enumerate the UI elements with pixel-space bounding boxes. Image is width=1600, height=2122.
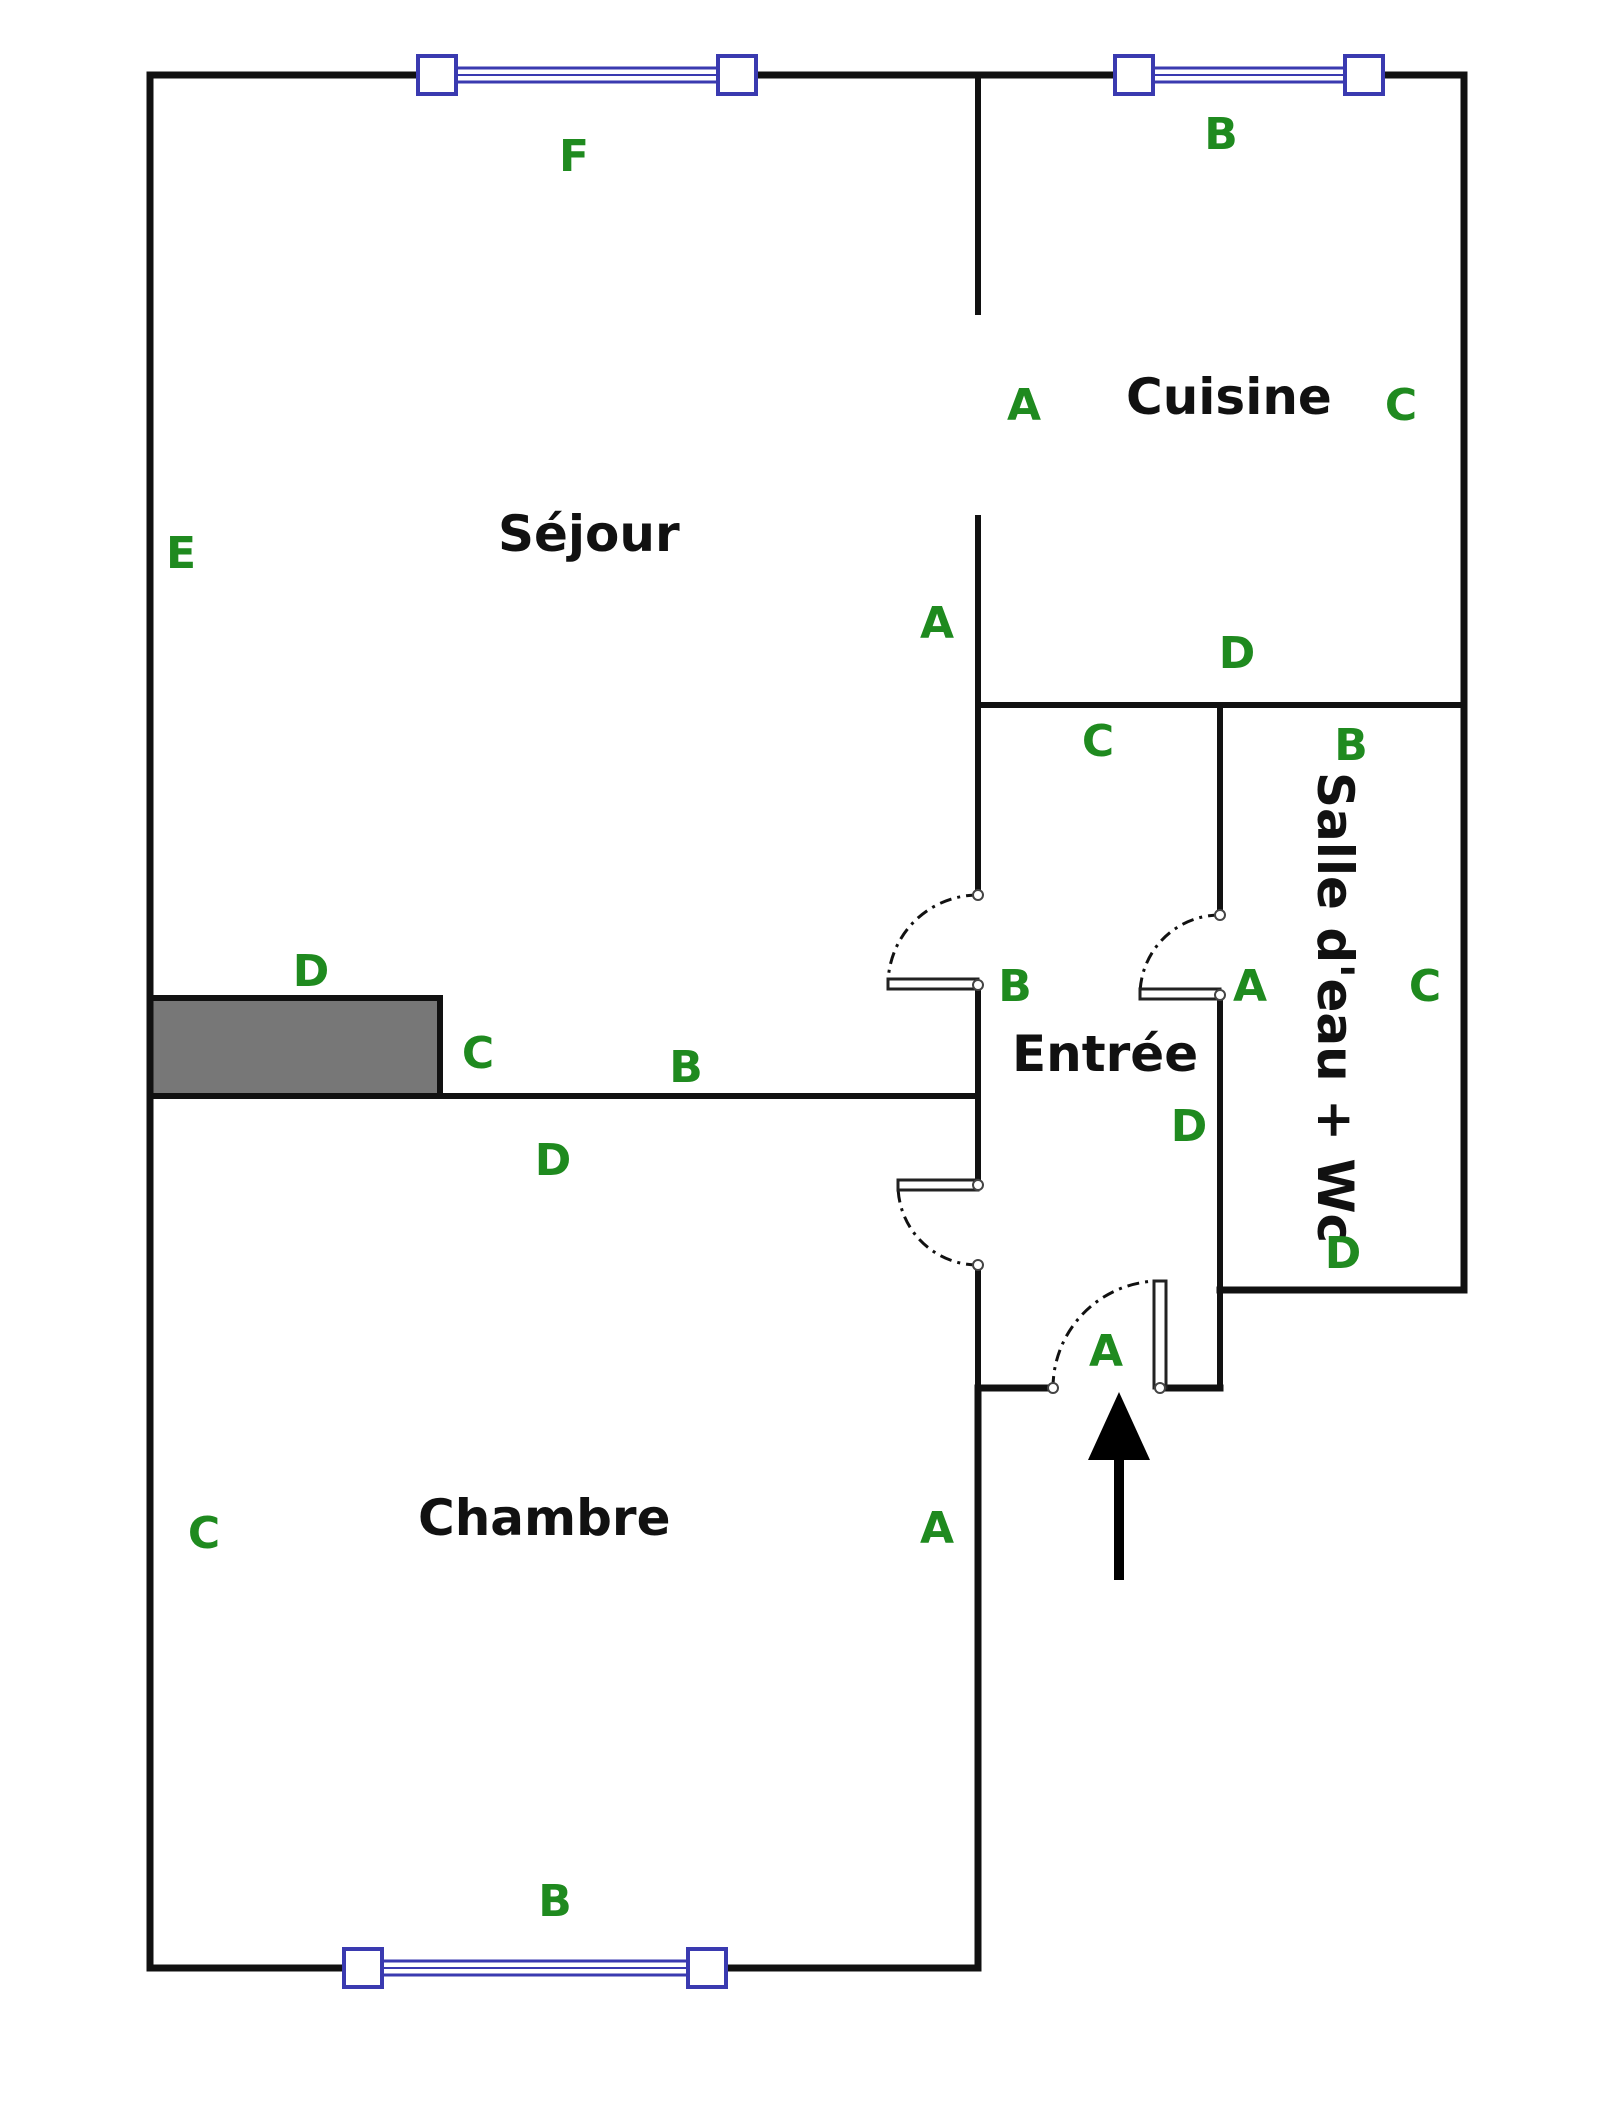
exterior-walls (146, 71, 1468, 1972)
chimney-block (147, 995, 443, 1099)
window-cuisine (1113, 54, 1385, 96)
mark-chambre-c: C (188, 1508, 220, 1559)
window-chambre (342, 1947, 728, 1989)
mark-entree-c: C (1082, 716, 1114, 767)
mark-sejour-d: D (293, 946, 330, 997)
door-salle-eau (1138, 909, 1226, 1001)
mark-entree-a-door: A (1089, 1326, 1123, 1377)
mark-entree-a-right: A (1233, 961, 1267, 1012)
mark-cuisine-a: A (1007, 380, 1041, 431)
interior-walls (150, 75, 1464, 1388)
room-label-cuisine: Cuisine (1126, 368, 1332, 426)
door-chambre (896, 1178, 984, 1271)
room-label-entree: Entrée (1012, 1025, 1198, 1083)
mark-salle-c: C (1409, 961, 1441, 1012)
mark-sejour-e: E (166, 528, 196, 579)
mark-entree-d: D (1171, 1101, 1208, 1152)
entry-arrow (1088, 1392, 1150, 1580)
mark-sejour-f: F (559, 131, 589, 182)
mark-sejour-a: A (920, 598, 954, 649)
mark-entree-b: B (998, 961, 1032, 1012)
mark-cuisine-d: D (1219, 628, 1256, 679)
mark-cuisine-b: B (1204, 109, 1238, 160)
mark-chambre-d: D (535, 1135, 572, 1186)
mark-chambre-a: A (920, 1503, 954, 1554)
mark-salle-d: D (1325, 1228, 1362, 1279)
mark-sejour-c: C (462, 1028, 494, 1079)
room-label-salle-eau: Salle d'eau + Wc (1306, 772, 1364, 1243)
mark-cuisine-c: C (1385, 380, 1417, 431)
mark-sejour-b: B (669, 1042, 703, 1093)
room-label-chambre: Chambre (418, 1489, 671, 1547)
window-sejour (416, 54, 758, 96)
room-label-sejour: Séjour (498, 505, 680, 563)
door-sejour (886, 889, 984, 991)
mark-chambre-b: B (538, 1876, 572, 1927)
mark-salle-b: B (1334, 720, 1368, 771)
door-entree (1047, 1279, 1168, 1394)
